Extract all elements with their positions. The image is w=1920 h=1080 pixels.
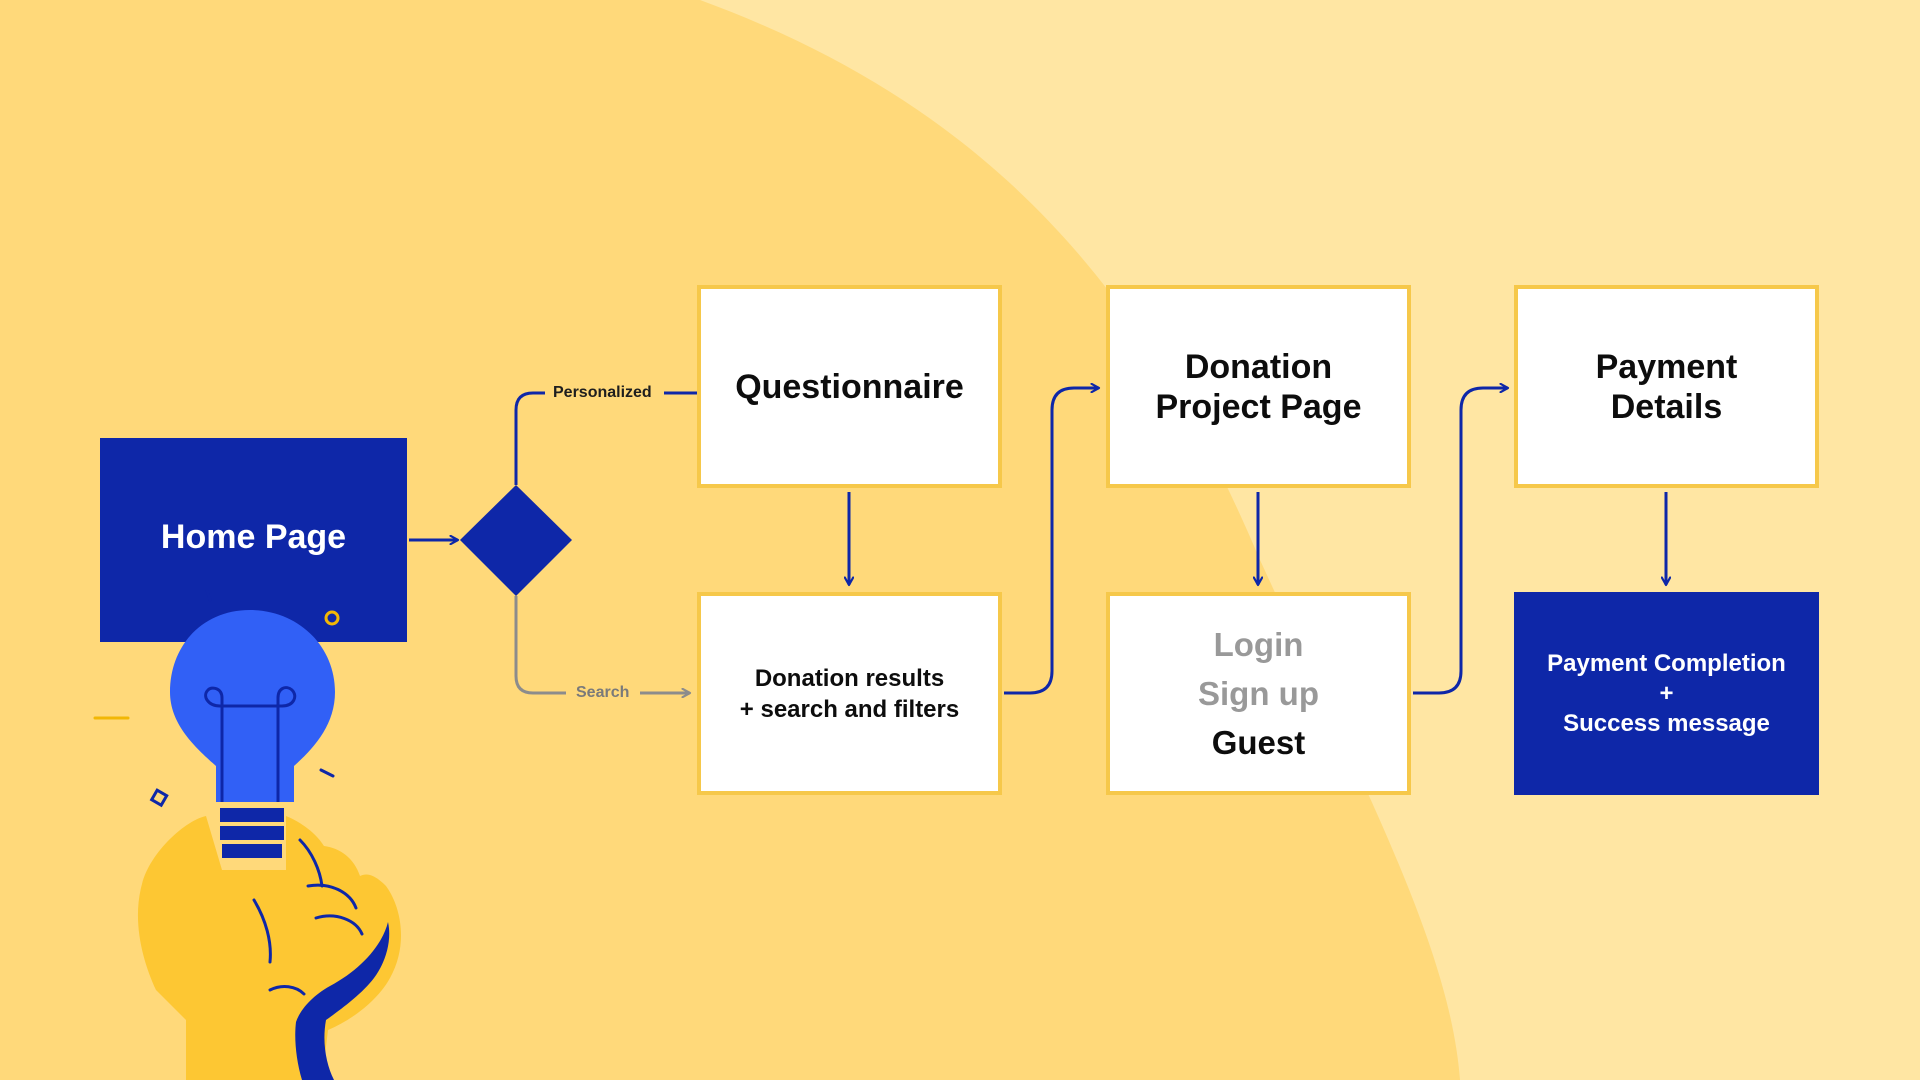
background-dark-region: [0, 0, 1460, 1080]
payment-completion-node: Payment Completion + Success message: [1514, 592, 1819, 795]
questionnaire-label: Questionnaire: [735, 367, 964, 406]
decision-diamond: [460, 485, 572, 596]
donation-results-node: Donation results + search and filters: [697, 592, 1002, 795]
donation-results-line1: Donation results: [754, 664, 945, 692]
payment-details-label: Payment Details: [1595, 347, 1738, 426]
home-page-node: Home Page: [100, 438, 407, 642]
project-page-label: Donation Project Page: [1155, 347, 1362, 426]
donation-results-line2: + search and filters: [739, 695, 960, 723]
project-page-node: Donation Project Page: [1106, 285, 1411, 488]
auth-options-node: Login Sign up Guest: [1106, 592, 1411, 795]
connector-search: [514, 596, 566, 695]
connector-personalized: [514, 391, 545, 485]
payment-completion-line1: Payment Completion: [1547, 649, 1786, 677]
sign-up-option: Sign up: [1198, 675, 1319, 712]
payment-details-node: Payment Details: [1514, 285, 1819, 488]
edge-label-search: Search: [576, 684, 630, 701]
arrow-results-to-project: [1004, 388, 1099, 695]
arrow-login-to-payment: [1413, 388, 1508, 695]
guest-option: Guest: [1211, 724, 1306, 761]
questionnaire-node: Questionnaire: [697, 285, 1002, 488]
login-option: Login: [1213, 626, 1304, 663]
edge-label-personalized: Personalized: [553, 384, 652, 401]
background-light-region: [700, 0, 1920, 1080]
lightbulb-in-hand-icon: [93, 590, 402, 1080]
payment-completion-line3: Success message: [1563, 709, 1770, 737]
home-page-label: Home Page: [160, 517, 347, 556]
payment-completion-line2: +: [1659, 679, 1674, 707]
